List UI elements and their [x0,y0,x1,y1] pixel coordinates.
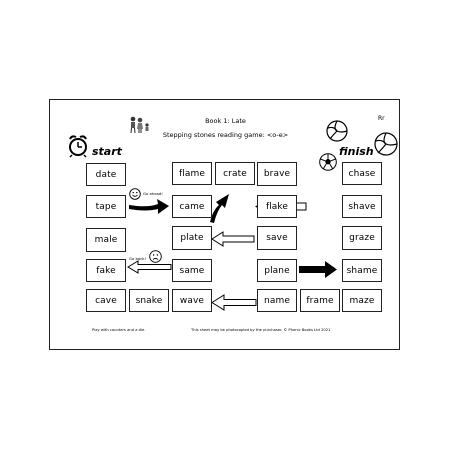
stone-cave[interactable]: cave [86,289,126,312]
footer-copyright: This sheet may be photocopied by the pur… [191,328,331,332]
arrow-right-icon [299,261,337,278]
stone-name[interactable]: name [257,289,297,312]
stone-plate[interactable]: plate [172,226,212,250]
stone-save[interactable]: save [257,226,297,250]
children-icon [130,116,149,134]
stone-date[interactable]: date [86,163,126,186]
arrow-up-icon [210,194,229,223]
go-ahead-note: Go ahead! [143,191,163,196]
go-back-note: Go back! [129,256,147,261]
stone-flake[interactable]: flake [257,195,297,218]
stone-came[interactable]: came [172,195,212,218]
stone-flame[interactable]: flame [172,162,212,185]
corner-mark: Rr [378,115,385,122]
volleyball-icon [374,132,398,156]
stone-plane[interactable]: plane [257,259,297,282]
smiley-happy-icon [129,188,141,200]
stone-shave[interactable]: shave [342,195,382,218]
arrow-left-icon [127,260,172,274]
stone-shame[interactable]: shame [342,259,382,282]
arrow-left-icon [211,294,257,311]
arrow-right-icon [129,199,169,214]
game-subtitle: Stepping stones reading game: <o-e> [162,131,289,139]
stone-tape[interactable]: tape [86,195,126,218]
book-title: Book 1: Late [205,117,246,125]
stone-frame[interactable]: frame [300,289,340,312]
stone-brave[interactable]: brave [257,162,297,186]
stone-fake[interactable]: fake [86,259,126,282]
game-sheet: Book 1: Late Stepping stones reading gam… [49,99,400,350]
football-icon [319,153,337,171]
stone-male[interactable]: male [86,228,126,252]
alarm-clock-icon [69,135,87,158]
finish-label: finish [339,145,374,158]
start-label: start [92,145,122,158]
stone-snake[interactable]: snake [129,289,169,312]
stone-chase[interactable]: chase [342,162,382,185]
stone-maze[interactable]: maze [342,289,382,312]
footer-instructions: Play with counters and a die. [92,328,146,332]
stone-graze[interactable]: graze [342,226,382,250]
smiley-sad-icon [149,250,162,263]
stone-wave[interactable]: wave [172,289,212,312]
stone-crate[interactable]: crate [215,162,255,185]
arrow-left-icon [211,231,255,247]
volleyball-icon [326,120,348,142]
stone-same[interactable]: same [172,259,212,282]
